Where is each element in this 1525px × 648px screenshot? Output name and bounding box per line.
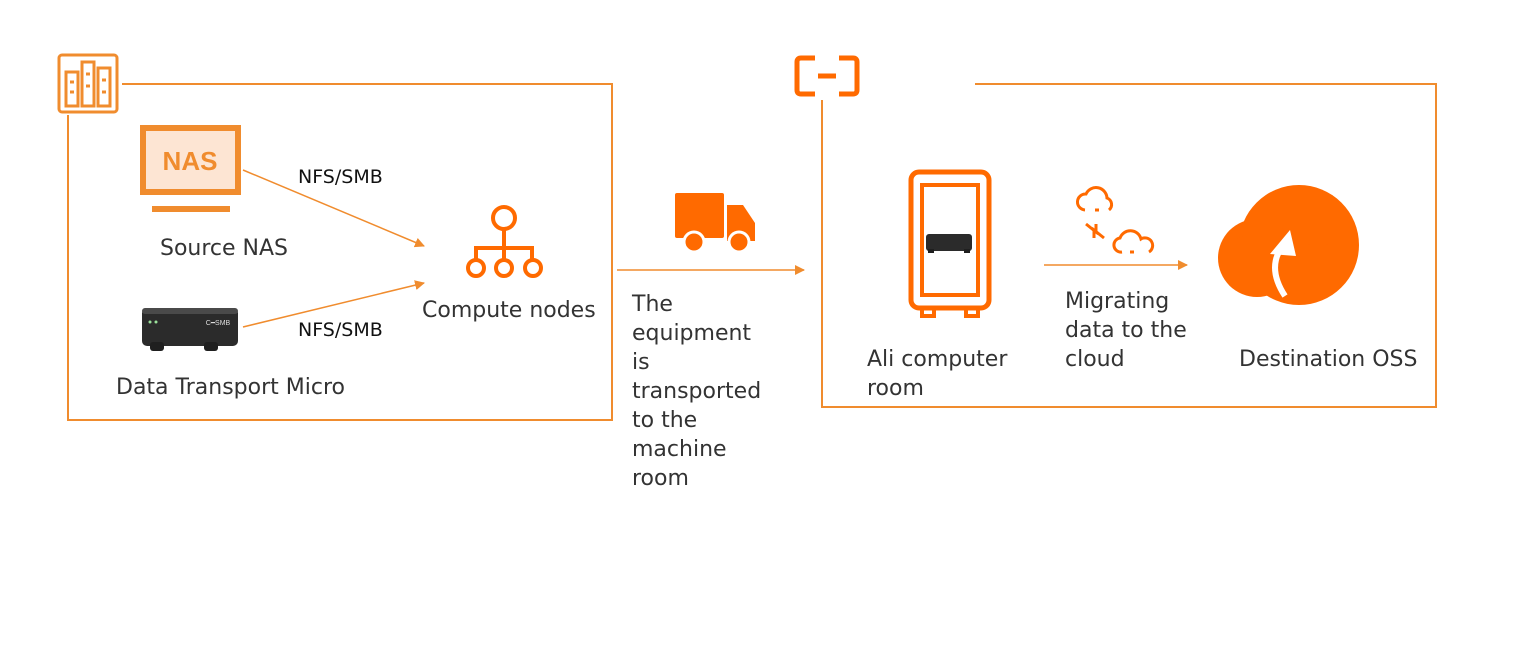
computer-room-icon xyxy=(908,169,992,318)
arrow-nas-to-compute xyxy=(242,169,425,248)
nas-monitor-icon: NAS xyxy=(140,125,241,212)
alibaba-cloud-logo-icon xyxy=(794,55,860,97)
oss-cloud-upload-icon xyxy=(1218,185,1359,305)
source-nas-label: Source NAS xyxy=(160,236,289,261)
transport-device-icon: C━SMB xyxy=(142,308,238,351)
arrow-device-to-compute xyxy=(242,280,425,328)
transport-caption-line: to the xyxy=(632,408,698,433)
source-site-frame xyxy=(67,83,613,421)
device-badge-text: C━SMB xyxy=(206,320,231,327)
computer-room-label-line: room xyxy=(867,376,924,401)
migrate-label-line: Migrating xyxy=(1065,289,1170,314)
migrate-label-line: cloud xyxy=(1065,347,1125,372)
protocol-label-top: NFS/SMB xyxy=(298,166,383,188)
device-label: Data Transport Micro xyxy=(116,375,345,400)
transport-caption-line: is xyxy=(632,350,650,375)
cloud-sync-icon xyxy=(1076,186,1155,254)
destination-oss-label: Destination OSS xyxy=(1239,347,1418,372)
compute-nodes-label: Compute nodes xyxy=(422,298,596,323)
nas-icon-text: NAS xyxy=(163,146,218,176)
transport-caption-line: room xyxy=(632,466,689,491)
transport-caption: The equipment is transported to the mach… xyxy=(632,290,761,493)
transport-caption-line: The xyxy=(632,292,673,317)
transport-caption-line: machine xyxy=(632,437,727,462)
compute-nodes-icon xyxy=(466,205,543,278)
server-rack-icon xyxy=(57,53,119,114)
computer-room-label-line: Ali computer xyxy=(867,347,1008,372)
transport-caption-line: equipment xyxy=(632,321,752,346)
migrate-label: Migrating data to the cloud xyxy=(1065,287,1187,374)
transport-caption-line: transported xyxy=(632,379,762,404)
truck-icon xyxy=(675,193,755,254)
cloud-site-frame xyxy=(821,83,1437,408)
migrate-label-line: data to the xyxy=(1065,318,1187,343)
protocol-label-bottom: NFS/SMB xyxy=(298,319,383,341)
computer-room-label: Ali computer room xyxy=(867,345,1007,403)
